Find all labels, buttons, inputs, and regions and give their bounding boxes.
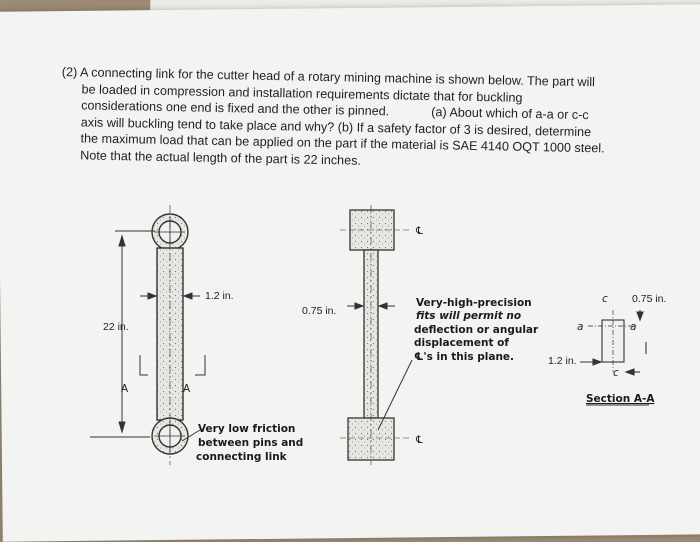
section-height-label: 1.2 in. (548, 355, 577, 367)
friction-leader-line (181, 429, 201, 442)
section-width-label: 0.75 in. (632, 293, 666, 305)
friction-note-line-1: Very low friction (198, 423, 295, 435)
left-width-label: 1.2 in. (205, 290, 234, 302)
left-view-link (151, 205, 189, 465)
precision-note-line-3: deflection or angular (414, 324, 539, 336)
section-mark-left: A (121, 383, 129, 395)
section-axis-c-label: c (602, 293, 608, 305)
centerline-symbol-top: ℄ (415, 225, 423, 237)
left-length-dimension (90, 230, 155, 438)
centerline-symbol-bottom: ℄ (415, 434, 423, 446)
left-length-label: 22 in. (103, 321, 129, 333)
section-mark-right: A (183, 383, 191, 395)
section-a-a-drawing (580, 310, 647, 376)
section-axis-a-right-label: a (630, 321, 636, 333)
left-width-dimension (140, 292, 200, 300)
section-axis-a-left-label: a (577, 321, 583, 333)
connecting-link-figure: 22 in. 1.2 in. A A Very low friction bet… (90, 205, 666, 465)
section-title: Section A-A (586, 393, 655, 405)
precision-note-line-4: displacement of (414, 337, 509, 349)
middle-width-label: 0.75 in. (302, 305, 336, 317)
precision-leader-line (377, 359, 413, 431)
section-axis-c-bottom-label: c (613, 367, 619, 379)
precision-note-line-2: fits will permit no (416, 310, 521, 322)
friction-note-line-3: connecting link (196, 451, 288, 463)
section-cut-markers (139, 355, 206, 376)
middle-view-link (340, 205, 412, 465)
middle-width-dimension (347, 302, 395, 310)
precision-note-line-1: Very-high-precision (416, 297, 532, 309)
friction-note-line-2: between pins and (198, 437, 303, 449)
precision-note-line-5: ℄'s in this plane. (414, 351, 514, 363)
